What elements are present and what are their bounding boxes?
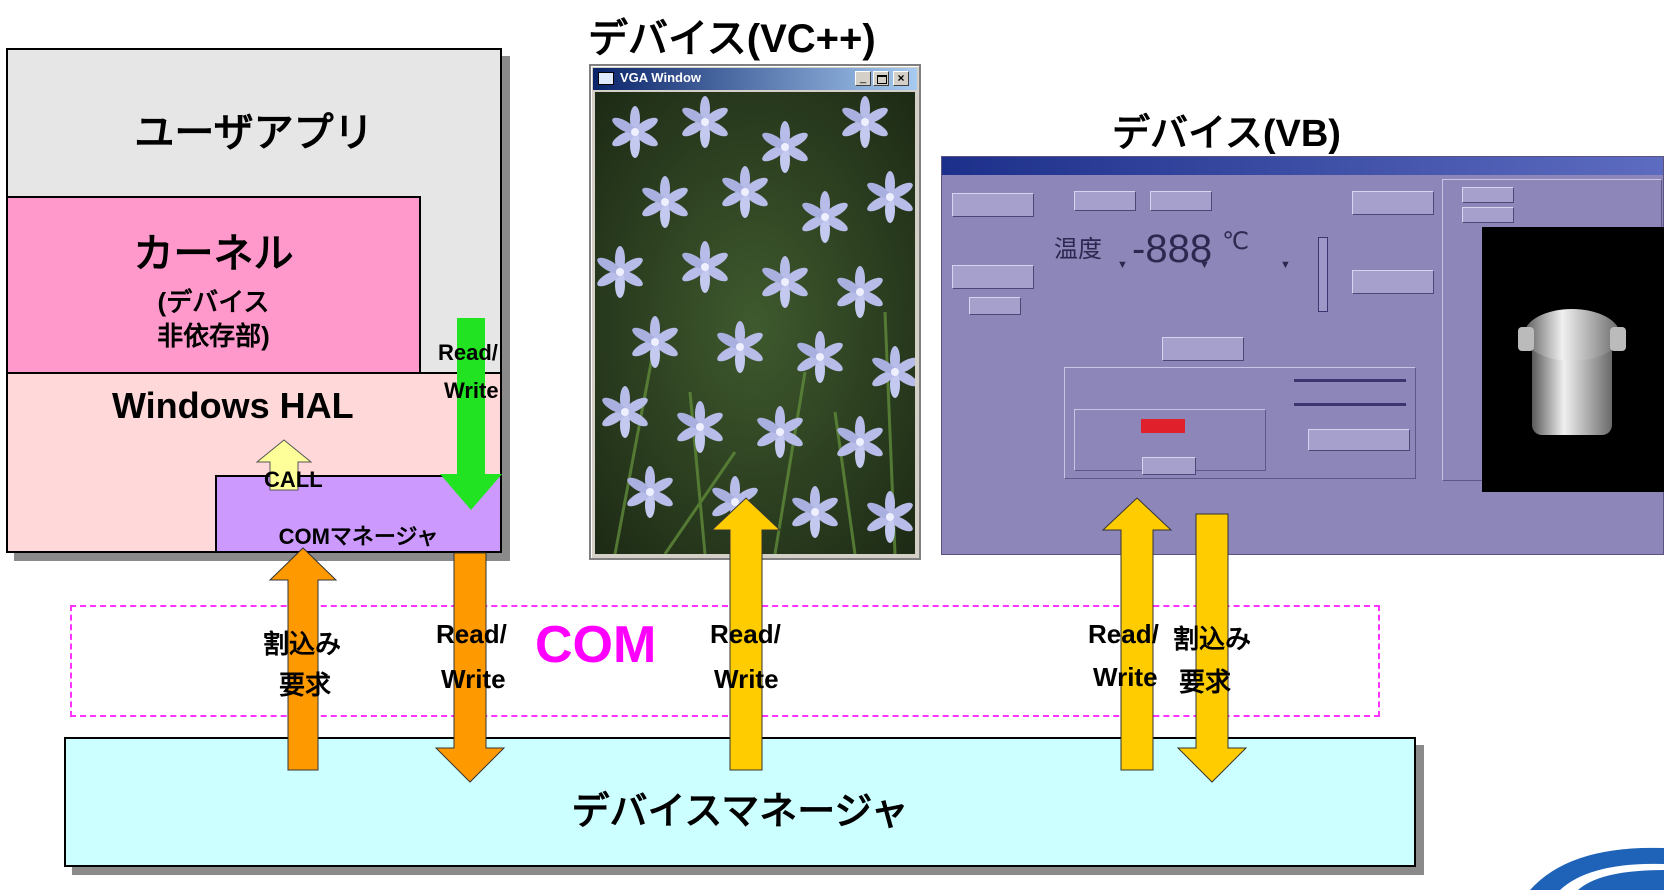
vga-window-app-icon [598,72,614,85]
label-rw-orange-2: Write [441,664,506,694]
vb-button-3[interactable] [1074,191,1136,211]
vga-window-title: VGA Window [620,70,702,85]
label-rw-vc-2: Write [714,664,779,694]
vga-window-titlebar [593,68,917,90]
vb-alarm-indicator [1141,419,1185,433]
vb-window: 温度 -888 ℃ ▼ ▼ ▼ [941,156,1664,555]
arrow-read-write-vc [710,497,782,771]
arrow-interrupt-vb [1176,513,1248,783]
label-call: CALL [264,467,323,492]
com-label: COM [535,616,657,674]
label-rw-vb-1: Read/ [1088,619,1159,649]
vb-arrow-3: ▼ [1280,259,1291,271]
vb-button-11[interactable] [1462,207,1514,223]
label-rw-vb-2: Write [1093,662,1158,692]
kernel-title: カーネル [133,232,294,276]
com-manager-title: COMマネージャ [278,524,439,549]
vga-maximize-button[interactable] [873,71,889,86]
vb-input-1[interactable] [969,297,1021,315]
label-rw-vc-1: Read/ [710,619,781,649]
vb-button-1[interactable] [952,193,1034,217]
device-vc-heading: デバイス(VC++) [588,17,876,61]
vb-frame-1 [1064,367,1416,479]
vb-level-bar [1318,237,1328,312]
arrow-call [255,439,313,491]
pot-3d-model [1518,309,1626,435]
vb-temp-label: 温度 [1054,236,1102,263]
vb-button-2[interactable] [952,265,1034,289]
hal-title: Windows HAL [112,385,354,426]
label-interrupt-vb-1: 割込み [1173,624,1252,654]
vb-button-8[interactable] [1142,457,1196,475]
label-interrupt-1: 割込み [263,629,342,659]
vb-temp-value: -888 [1132,227,1213,271]
user-app-title: ユーザアプリ [134,111,374,155]
vb-button-4[interactable] [1150,191,1212,211]
kernel-subtitle-1: (デバイス [157,287,270,317]
vb-arrow-1: ▼ [1117,259,1128,271]
label-read-write-green-2: Write [444,378,499,403]
vb-button-6[interactable] [1352,270,1434,294]
vb-slider-1[interactable] [1294,379,1406,382]
arrow-read-write-vb [1101,497,1173,771]
label-rw-orange-1: Read/ [436,619,507,649]
device-vb-heading: デバイス(VB) [1112,113,1341,155]
label-interrupt-2: 要求 [279,670,332,700]
vb-temp-unit: ℃ [1222,228,1249,255]
label-interrupt-vb-2: 要求 [1179,667,1232,697]
kernel-subtitle-2: 非依存部) [157,321,270,351]
arrow-interrupt-request [268,547,338,771]
vb-slider-2[interactable] [1294,403,1406,406]
device-manager-title: デバイスマネージャ [571,791,909,833]
kernel-box [6,196,421,374]
vb-window-titlebar [942,157,1663,175]
vga-minimize-button[interactable]: _ [855,71,871,86]
flower-photo [595,92,915,554]
label-read-write-green-1: Read/ [438,340,498,365]
corner-logo [1530,847,1664,890]
vga-close-button[interactable]: × [893,71,909,86]
arrow-read-write-green [440,318,502,510]
vb-arrow-2: ▼ [1199,259,1210,271]
vb-button-5[interactable] [1352,191,1434,215]
com-region [70,605,1380,717]
vb-button-7[interactable] [1162,337,1244,361]
vb-button-10[interactable] [1462,187,1514,203]
arrow-read-write-orange [434,552,506,783]
vb-button-9[interactable] [1308,429,1410,451]
